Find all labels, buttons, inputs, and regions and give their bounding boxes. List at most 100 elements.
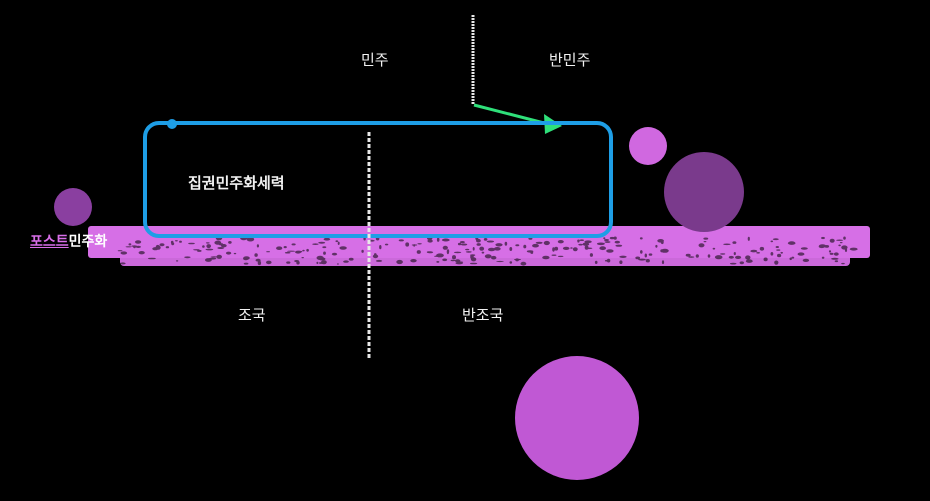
band-texture-speck: [775, 246, 779, 248]
band-texture-speck: [589, 253, 594, 257]
band-texture-speck: [585, 247, 593, 250]
band-texture-speck: [515, 244, 520, 247]
band-texture-speck: [703, 241, 707, 243]
band-texture-speck: [551, 254, 557, 256]
band-texture-speck: [375, 259, 383, 262]
band-texture-speck: [645, 259, 650, 263]
band-texture-speck: [707, 254, 711, 258]
band-texture-speck: [733, 252, 736, 256]
band-texture-speck: [312, 243, 319, 245]
band-texture-speck: [243, 262, 249, 265]
band-texture-speck: [829, 238, 835, 243]
band-texture-speck: [745, 259, 753, 263]
band-texture-speck: [205, 248, 214, 251]
green-arrow: [473, 103, 562, 134]
band-texture-speck: [596, 242, 605, 246]
band-texture-speck: [572, 247, 578, 252]
band-texture-speck: [450, 259, 456, 262]
band-texture-speck: [426, 251, 431, 253]
band-texture-speck: [509, 247, 513, 251]
band-texture-speck: [436, 237, 440, 242]
band-texture-speck: [446, 250, 449, 255]
band-texture-speck: [728, 255, 734, 259]
band-texture-speck: [735, 255, 742, 259]
band-texture-speck: [147, 257, 156, 260]
band-texture-speck: [770, 240, 774, 243]
band-texture-speck: [442, 245, 448, 250]
label-post-suffix: 민주화: [68, 234, 108, 250]
band-texture-speck: [481, 251, 485, 254]
band-texture-speck: [599, 246, 606, 251]
band-texture-speck: [276, 246, 283, 250]
band-texture-speck: [302, 249, 305, 252]
band-texture-speck: [756, 252, 760, 254]
band-texture-speck: [436, 261, 440, 263]
band-texture-speck: [833, 252, 839, 256]
band-texture-speck: [202, 245, 205, 248]
band-texture-speck: [179, 240, 182, 243]
band-texture-speck: [287, 250, 296, 252]
band-texture-speck: [441, 238, 450, 242]
band-texture-speck: [657, 239, 664, 243]
label-democracy: 민주: [361, 51, 389, 69]
band-texture-speck: [193, 249, 200, 251]
band-texture-speck: [843, 236, 846, 240]
band-texture-speck: [750, 249, 758, 253]
band-texture-speck: [331, 252, 338, 256]
band-texture-speck: [491, 255, 497, 260]
band-texture-speck: [246, 237, 255, 242]
band-texture-speck: [619, 255, 627, 258]
band-texture-speck: [821, 236, 825, 240]
band-texture-speck: [829, 252, 834, 255]
band-texture-speck: [578, 243, 583, 246]
band-texture-speck: [493, 247, 501, 251]
band-texture-speck: [197, 249, 202, 252]
band-texture-speck: [256, 244, 259, 248]
band-texture-speck: [655, 244, 658, 248]
band-texture-speck: [603, 237, 606, 240]
band-texture-speck: [465, 248, 470, 251]
band-texture-speck: [613, 236, 617, 240]
band-texture-speck: [454, 259, 461, 263]
band-texture-speck: [301, 257, 305, 259]
band-texture-speck: [609, 236, 615, 240]
label-post-democratization: 포스트민주화: [30, 231, 107, 251]
band-texture-speck: [594, 260, 598, 264]
band-texture-speck: [322, 246, 327, 249]
band-texture-speck: [228, 241, 232, 244]
band-texture-speck: [460, 241, 465, 244]
band-texture-speck: [318, 257, 326, 261]
band-texture-speck: [838, 244, 841, 247]
band-texture-speck: [615, 244, 623, 247]
band-texture-speck: [619, 260, 623, 265]
band-texture-speck: [206, 244, 211, 249]
band-texture-speck: [266, 251, 270, 253]
band-texture-speck: [849, 247, 858, 251]
band-texture-speck: [818, 245, 825, 249]
band-texture-speck: [515, 258, 519, 262]
band-texture-speck: [486, 240, 495, 243]
band-texture-speck: [577, 240, 580, 243]
band-texture-speck: [398, 239, 404, 242]
band-texture-speck: [729, 262, 737, 265]
band-texture-speck: [604, 259, 609, 262]
band-texture-speck: [133, 245, 136, 249]
band-texture-speck: [233, 252, 237, 255]
band-texture-speck: [266, 260, 272, 265]
band-texture-speck: [318, 262, 324, 264]
band-texture-speck: [210, 256, 218, 258]
band-texture-speck: [257, 260, 262, 266]
band-texture-speck: [255, 258, 261, 262]
band-texture-speck: [217, 247, 225, 249]
band-texture-speck: [283, 246, 287, 249]
band-texture-speck: [396, 259, 403, 265]
band-texture-speck: [488, 247, 496, 252]
band-texture-speck: [797, 252, 805, 256]
band-texture-speck: [496, 260, 504, 263]
band-texture-speck: [557, 240, 564, 244]
band-texture-speck: [800, 247, 808, 250]
band-texture-speck: [834, 260, 839, 263]
band-texture-speck: [776, 249, 781, 251]
